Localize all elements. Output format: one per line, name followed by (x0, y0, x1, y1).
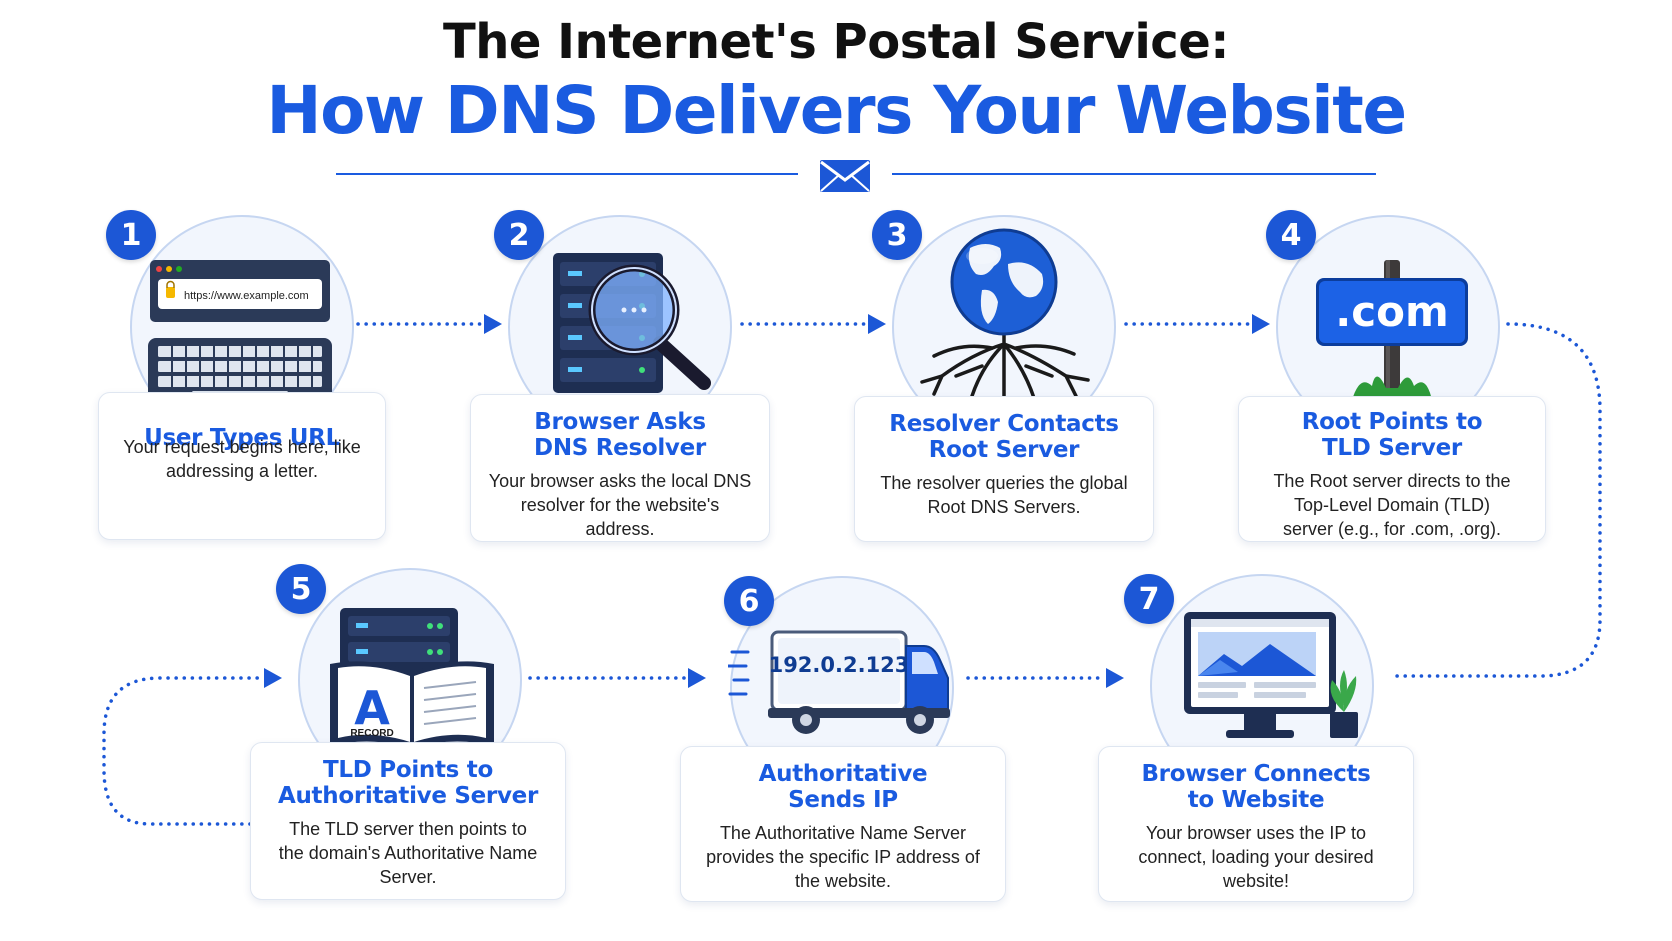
step-5-title-2: Authoritative Server (277, 783, 538, 809)
arrowhead-5-6 (688, 668, 706, 688)
url-text: https://www.example.com (184, 290, 309, 302)
arrowhead-6-7 (1106, 668, 1124, 688)
step-3-number-badge: 3 (872, 210, 922, 260)
book-label: RECORD (350, 728, 393, 739)
title-divider-left (336, 173, 798, 175)
step-2-description: Your browser asks the local DNS resolver… (488, 471, 752, 539)
step-2-title-2: DNS Resolver (534, 435, 706, 461)
title-line-1: The Internet's Postal Service: (443, 14, 1230, 70)
step-2-number-badge: 2 (494, 210, 544, 260)
connector-entry-5 (102, 676, 266, 826)
step-4-title-2: TLD Server (1322, 435, 1462, 461)
arrowhead-3-4 (1252, 314, 1270, 334)
keyboard-browser-icon: https://www.example.com (148, 260, 332, 404)
step-3-title: Resolver Contacts (889, 411, 1119, 437)
arrowhead-to-5 (264, 668, 282, 688)
globe-roots-icon (920, 228, 1090, 400)
arrowhead-1-2 (484, 314, 502, 334)
ip-address-text: 192.0.2.123 (769, 653, 910, 677)
envelope-icon (820, 160, 870, 192)
step-1-title: User Types URL (144, 425, 340, 451)
step-6-number-badge: 6 (724, 576, 774, 626)
step-3-description: The resolver queries the global Root DNS… (880, 473, 1128, 517)
step-3-title-2: Root Server (928, 437, 1080, 463)
step-2-title: Browser Asks (534, 409, 706, 435)
step-7-number-badge: 7 (1124, 574, 1174, 624)
server-magnifier-icon (553, 253, 711, 393)
server-record-book-icon: A RECORD (330, 608, 494, 748)
step-4-title: Root Points to (1301, 409, 1483, 435)
step-4-number-badge: 4 (1266, 210, 1316, 260)
title-line-2: How DNS Delivers Your Website (266, 72, 1407, 149)
arrowhead-2-3 (868, 314, 886, 334)
step-1-description: Your request begins here, like addressin… (123, 437, 361, 481)
step-5-title: TLD Points to (323, 757, 493, 783)
step-7-title-2: to Website (1187, 787, 1325, 813)
com-signpost-icon: .com (1316, 260, 1468, 400)
step-6-description: The Authoritative Name Server provides t… (706, 823, 980, 891)
delivery-truck-icon: 192.0.2.123 (728, 630, 950, 734)
monitor-website-icon (1184, 612, 1358, 738)
step-6-title: Authoritative (758, 761, 928, 787)
title-divider-right (892, 173, 1376, 175)
step-1-card: User Types URL Your request begins here,… (98, 392, 386, 540)
step-7-title: Browser Connects (1141, 761, 1371, 787)
step-5-description: The TLD server then points to the domain… (278, 819, 538, 887)
step-4-description: The Root server directs to the Top-Level… (1273, 471, 1511, 539)
step-7-description: Your browser uses the IP to connect, loa… (1138, 823, 1374, 891)
book-letter: A (354, 681, 390, 735)
step-5-number-badge: 5 (276, 564, 326, 614)
step-1-number-badge: 1 (106, 210, 156, 260)
step-6-title-2: Sends IP (788, 787, 898, 813)
sign-text: .com (1335, 287, 1448, 336)
